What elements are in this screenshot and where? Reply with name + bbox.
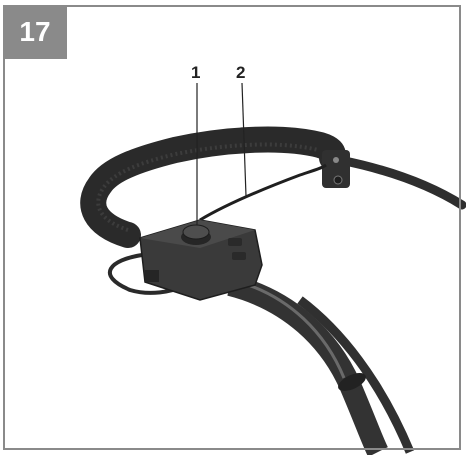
right-lower-tube [297,296,415,454]
lower-handle-tube [227,274,388,455]
bracket-screw-bottom [333,175,343,185]
figure-frame [3,5,461,450]
right-frame-tube [335,155,466,210]
control-box-side-button-b [232,252,246,260]
leader-line-2 [241,82,247,197]
safety-button [182,224,210,240]
bowden-cable [199,163,327,222]
tube-joint-ring [338,373,366,391]
figure-number-badge: 17 [3,5,67,59]
callout-1-label: 1 [191,63,201,82]
foam-grip-texture [96,142,319,232]
control-box-side-button-a [228,238,242,246]
bracket-screw-top [333,157,339,163]
foam-grip [80,126,346,248]
figure-number: 17 [19,16,51,47]
callout-2-label: 2 [236,63,246,82]
right-bracket [322,150,350,188]
lower-handle-tube-highlight [235,279,346,379]
control-box-clip [145,270,159,282]
